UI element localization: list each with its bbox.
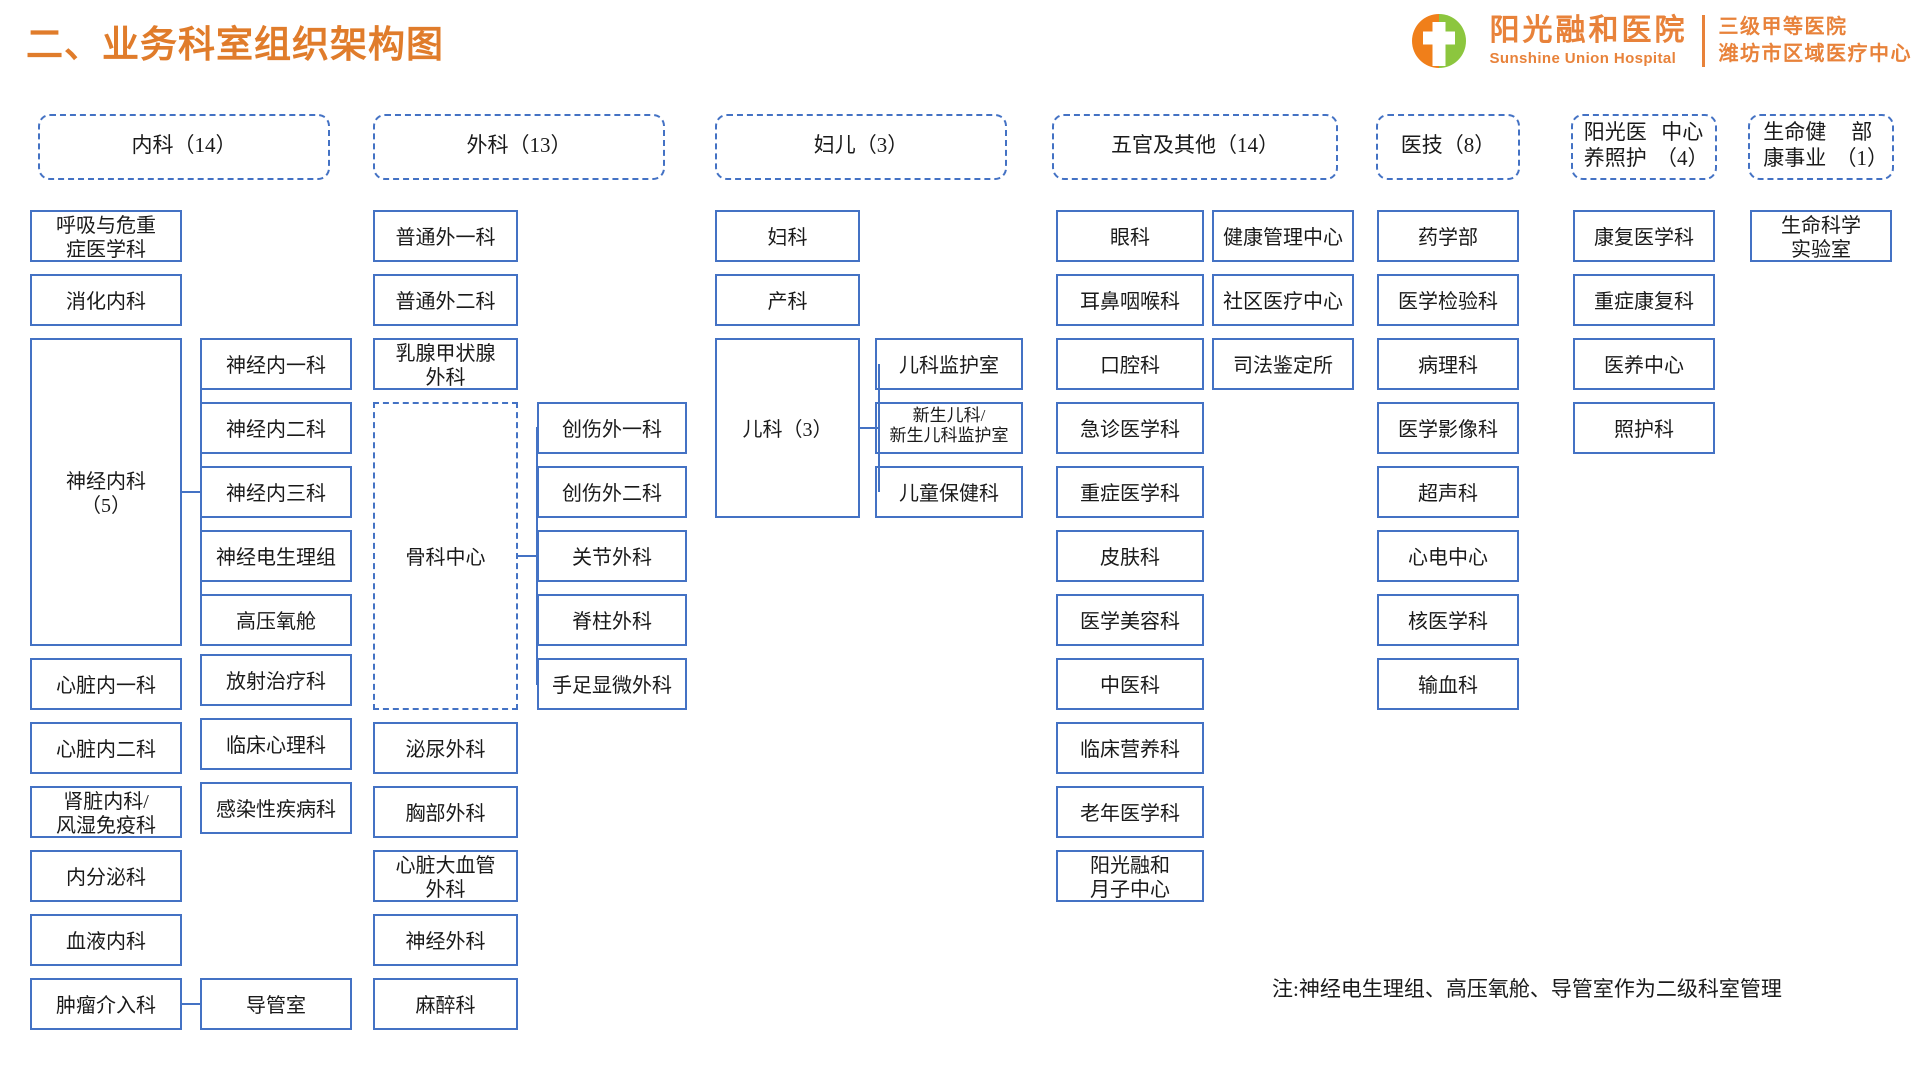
group-header-obgyn-pediatrics[interactable]: 妇儿（3） [715, 114, 1007, 180]
dept-box-life-health-division-0[interactable]: 生命科学实验室 [1750, 210, 1892, 262]
dept-box-surgery-5[interactable]: 胸部外科 [373, 786, 518, 838]
dept-box-ent-and-others-0[interactable]: 眼科 [1056, 210, 1204, 262]
group-header-life-health-division[interactable]: 生命健康事业部（1） [1748, 114, 1894, 180]
dept-box-internal-medicine-1[interactable]: 消化内科 [30, 274, 182, 326]
dept-box-medical-technology-5[interactable]: 心电中心 [1377, 530, 1519, 582]
side-dept-box-ent-and-others-0[interactable]: 健康管理中心 [1212, 210, 1354, 262]
side-dept-box-ent-and-others-1[interactable]: 社区医疗中心 [1212, 274, 1354, 326]
dept-box-internal-medicine-5[interactable]: 肾脏内科/风湿免疫科 [30, 786, 182, 838]
dept-box-surgery-2[interactable]: 乳腺甲状腺外科 [373, 338, 518, 390]
dept-box-internal-medicine-0[interactable]: 呼吸与危重症医学科 [30, 210, 182, 262]
dept-box-ent-and-others-2[interactable]: 口腔科 [1056, 338, 1204, 390]
dept-box-obgyn-pediatrics-2[interactable]: 儿科（3） [715, 338, 860, 518]
group-header-ent-and-others[interactable]: 五官及其他（14） [1052, 114, 1338, 180]
dept-box-ent-and-others-7[interactable]: 中医科 [1056, 658, 1204, 710]
dept-box-internal-medicine-8[interactable]: 肿瘤介入科 [30, 978, 182, 1030]
brand-tagline-line2: 潍坊市区域医疗中心 [1718, 43, 1912, 65]
connector-line [878, 364, 880, 492]
sub-dept-box-obgyn-pediatrics-2-2[interactable]: 儿童保健科 [875, 466, 1023, 518]
connector-line [200, 364, 202, 620]
dept-box-medical-technology-3[interactable]: 医学影像科 [1377, 402, 1519, 454]
dept-box-medical-technology-1[interactable]: 医学检验科 [1377, 274, 1519, 326]
dept-box-medical-technology-4[interactable]: 超声科 [1377, 466, 1519, 518]
dept-box-medical-technology-2[interactable]: 病理科 [1377, 338, 1519, 390]
dept-box-ent-and-others-6[interactable]: 医学美容科 [1056, 594, 1204, 646]
sub-dept-box-surgery-3-0[interactable]: 创伤外一科 [537, 402, 687, 454]
sub-dept-box-internal-medicine-2-0[interactable]: 神经内一科 [200, 338, 352, 390]
dept-box-surgery-3[interactable]: 骨科中心 [373, 402, 518, 710]
dept-box-medical-technology-7[interactable]: 输血科 [1377, 658, 1519, 710]
side-dept-box-internal-medicine-1[interactable]: 临床心理科 [200, 718, 352, 770]
dept-box-ent-and-others-5[interactable]: 皮肤科 [1056, 530, 1204, 582]
dept-box-internal-medicine-6[interactable]: 内分泌科 [30, 850, 182, 902]
sub-dept-box-surgery-3-4[interactable]: 手足显微外科 [537, 658, 687, 710]
dept-box-internal-medicine-4[interactable]: 心脏内二科 [30, 722, 182, 774]
chart-note: 注:神经电生理组、高压氧舱、导管室作为二级科室管理 [1272, 977, 1782, 1001]
dept-box-surgery-7[interactable]: 神经外科 [373, 914, 518, 966]
dept-box-elderly-care-center-1[interactable]: 重症康复科 [1573, 274, 1715, 326]
brand-name-cn: 阳光融和医院 [1489, 14, 1688, 47]
dept-box-obgyn-pediatrics-1[interactable]: 产科 [715, 274, 860, 326]
sub-dept-box-internal-medicine-8-0[interactable]: 导管室 [200, 978, 352, 1030]
sub-dept-box-obgyn-pediatrics-2-1[interactable]: 新生儿科/新生儿科监护室 [875, 402, 1023, 454]
brand-header: 阳光融和医院 Sunshine Union Hospital 三级甲等医院 潍坊… [1402, 10, 1913, 72]
dept-box-internal-medicine-3[interactable]: 心脏内一科 [30, 658, 182, 710]
dept-box-internal-medicine-2[interactable]: 神经内科（5） [30, 338, 182, 646]
dept-box-surgery-4[interactable]: 泌尿外科 [373, 722, 518, 774]
dept-box-ent-and-others-1[interactable]: 耳鼻咽喉科 [1056, 274, 1204, 326]
group-header-medical-technology[interactable]: 医技（8） [1376, 114, 1520, 180]
connector-line [518, 555, 536, 557]
sub-dept-box-surgery-3-3[interactable]: 脊柱外科 [537, 594, 687, 646]
sub-dept-box-internal-medicine-2-3[interactable]: 神经电生理组 [200, 530, 352, 582]
connector-line [860, 427, 878, 429]
page-title: 二、业务科室组织架构图 [26, 24, 444, 65]
dept-box-ent-and-others-10[interactable]: 阳光融和月子中心 [1056, 850, 1204, 902]
dept-box-surgery-6[interactable]: 心脏大血管外科 [373, 850, 518, 902]
connector-line [536, 683, 537, 685]
group-header-internal-medicine[interactable]: 内科（14） [38, 114, 330, 180]
dept-box-surgery-0[interactable]: 普通外一科 [373, 210, 518, 262]
brand-name-en: Sunshine Union Hospital [1489, 50, 1677, 67]
side-dept-box-internal-medicine-0[interactable]: 放射治疗科 [200, 654, 352, 706]
sub-dept-box-surgery-3-2[interactable]: 关节外科 [537, 530, 687, 582]
dept-box-elderly-care-center-2[interactable]: 医养中心 [1573, 338, 1715, 390]
connector-line [536, 428, 538, 684]
dept-box-ent-and-others-9[interactable]: 老年医学科 [1056, 786, 1204, 838]
dept-box-medical-technology-6[interactable]: 核医学科 [1377, 594, 1519, 646]
brand-names: 阳光融和医院 Sunshine Union Hospital [1489, 14, 1688, 67]
dept-box-internal-medicine-7[interactable]: 血液内科 [30, 914, 182, 966]
dept-box-obgyn-pediatrics-0[interactable]: 妇科 [715, 210, 860, 262]
brand-divider [1701, 15, 1705, 67]
dept-box-medical-technology-0[interactable]: 药学部 [1377, 210, 1519, 262]
dept-box-elderly-care-center-3[interactable]: 照护科 [1573, 402, 1715, 454]
side-dept-box-internal-medicine-2[interactable]: 感染性疾病科 [200, 782, 352, 834]
dept-box-surgery-1[interactable]: 普通外二科 [373, 274, 518, 326]
group-header-elderly-care-center[interactable]: 阳光医养照护中心（4） [1571, 114, 1717, 180]
dept-box-ent-and-others-4[interactable]: 重症医学科 [1056, 466, 1204, 518]
group-header-surgery[interactable]: 外科（13） [373, 114, 665, 180]
dept-box-ent-and-others-8[interactable]: 临床营养科 [1056, 722, 1204, 774]
side-dept-box-ent-and-others-2[interactable]: 司法鉴定所 [1212, 338, 1354, 390]
sub-dept-box-obgyn-pediatrics-2-0[interactable]: 儿科监护室 [875, 338, 1023, 390]
sub-dept-box-surgery-3-1[interactable]: 创伤外二科 [537, 466, 687, 518]
hospital-cross-logo-icon [1402, 10, 1476, 72]
sub-dept-box-internal-medicine-2-2[interactable]: 神经内三科 [200, 466, 352, 518]
brand-tagline: 三级甲等医院 潍坊市区域医疗中心 [1719, 14, 1913, 68]
connector-line [182, 491, 200, 493]
dept-box-elderly-care-center-0[interactable]: 康复医学科 [1573, 210, 1715, 262]
brand-tagline-line1: 三级甲等医院 [1718, 16, 1848, 38]
dept-box-ent-and-others-3[interactable]: 急诊医学科 [1056, 402, 1204, 454]
sub-dept-box-internal-medicine-2-1[interactable]: 神经内二科 [200, 402, 352, 454]
sub-dept-box-internal-medicine-2-4[interactable]: 高压氧舱 [200, 594, 352, 646]
dept-box-surgery-8[interactable]: 麻醉科 [373, 978, 518, 1030]
connector-line [182, 1003, 200, 1005]
